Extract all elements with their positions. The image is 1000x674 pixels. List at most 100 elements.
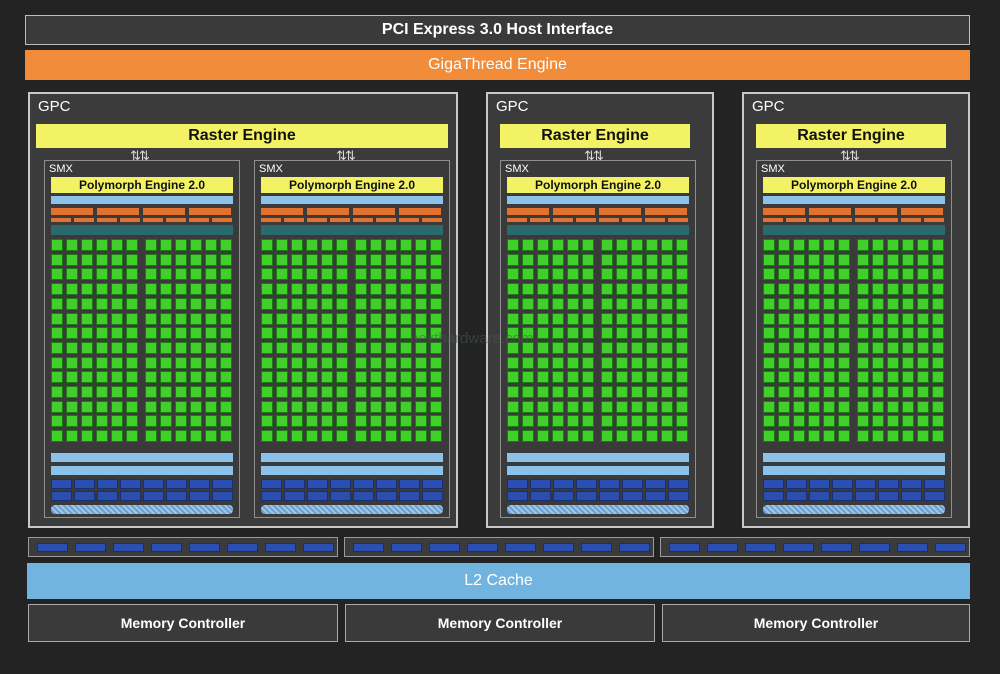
cuda-core: [887, 400, 899, 413]
cuda-core: [190, 415, 202, 428]
cuda-core: [96, 239, 108, 251]
warp-scheduler: [645, 208, 687, 215]
cuda-core: [430, 356, 442, 369]
cuda-core: [160, 356, 172, 369]
cuda-core: [616, 371, 628, 384]
cuda-core: [160, 400, 172, 413]
cuda-core: [552, 415, 564, 428]
cuda-core: [145, 341, 157, 354]
texture-unit: [599, 491, 620, 501]
texture-unit: [786, 479, 807, 489]
cuda-core: [111, 253, 123, 266]
cuda-core: [370, 297, 382, 310]
cuda-core: [81, 371, 93, 384]
cuda-core: [661, 327, 673, 340]
cuda-core: [126, 415, 138, 428]
cuda-core: [793, 239, 805, 251]
cuda-core: [932, 341, 944, 354]
cuda-core: [370, 312, 382, 325]
cuda-core: [616, 253, 628, 266]
cuda-core: [306, 371, 318, 384]
cuda-core: [552, 239, 564, 251]
interconnect: [261, 453, 443, 462]
cuda-core: [160, 268, 172, 281]
cuda-core: [276, 268, 288, 281]
cuda-core: [808, 239, 820, 251]
cuda-core: [175, 239, 187, 251]
cuda-core: [81, 253, 93, 266]
cuda-core: [537, 327, 549, 340]
cuda-core: [778, 327, 790, 340]
cuda-core: [261, 268, 273, 281]
cuda-core: [808, 371, 820, 384]
cuda-core: [793, 297, 805, 310]
texture-unit: [901, 479, 922, 489]
memory-bar: [505, 543, 536, 552]
cuda-core: [145, 327, 157, 340]
cuda-core: [355, 297, 367, 310]
warp-scheduler: [307, 208, 349, 215]
cuda-core: [306, 253, 318, 266]
cuda-core: [111, 297, 123, 310]
cuda-core: [763, 312, 775, 325]
cuda-core: [276, 283, 288, 296]
cuda-core: [306, 341, 318, 354]
cuda-core: [205, 415, 217, 428]
cuda-core: [175, 400, 187, 413]
cuda-core: [336, 341, 348, 354]
cuda-core: [823, 239, 835, 251]
texture-unit: [143, 479, 164, 489]
texture-unit: [622, 491, 643, 501]
cuda-core: [145, 400, 157, 413]
cuda-core: [321, 430, 333, 443]
cuda-core: [190, 283, 202, 296]
cuda-core: [336, 415, 348, 428]
cuda-core: [355, 253, 367, 266]
cuda-core: [321, 415, 333, 428]
texture-unit: [166, 491, 187, 501]
cuda-core: [370, 327, 382, 340]
instruction-cache: [51, 196, 233, 204]
cuda-core: [415, 386, 427, 398]
cuda-core: [145, 312, 157, 325]
texture-unit: [120, 491, 141, 501]
cuda-core: [661, 356, 673, 369]
cuda-core: [306, 297, 318, 310]
cuda-core: [537, 297, 549, 310]
register-file: [763, 225, 945, 235]
cuda-core: [321, 239, 333, 251]
cuda-core: [537, 430, 549, 443]
cuda-core: [823, 415, 835, 428]
shared-memory: [261, 466, 443, 475]
cuda-core: [676, 297, 688, 310]
cuda-core: [96, 297, 108, 310]
cuda-core: [336, 297, 348, 310]
cuda-core: [932, 430, 944, 443]
cuda-core: [385, 253, 397, 266]
cuda-core: [902, 239, 914, 251]
texture-unit: [832, 491, 853, 501]
cuda-core: [601, 356, 613, 369]
cuda-core: [175, 341, 187, 354]
cuda-core: [415, 268, 427, 281]
cuda-core: [66, 400, 78, 413]
cuda-core: [81, 268, 93, 281]
cuda-core: [601, 239, 613, 251]
cuda-core: [507, 400, 519, 413]
cuda-core: [145, 415, 157, 428]
cuda-core: [582, 297, 594, 310]
cuda-core: [145, 239, 157, 251]
warp-scheduler: [143, 208, 185, 215]
memory-bar: [227, 543, 258, 552]
raster-arrows-icon: ⇅⇅: [840, 148, 860, 163]
cuda-core: [160, 297, 172, 310]
cuda-core: [902, 268, 914, 281]
cuda-core: [430, 341, 442, 354]
cuda-core: [190, 386, 202, 398]
cuda-core: [808, 312, 820, 325]
cuda-core: [111, 327, 123, 340]
cuda-core: [857, 386, 869, 398]
cuda-core: [336, 268, 348, 281]
cuda-core: [646, 268, 658, 281]
